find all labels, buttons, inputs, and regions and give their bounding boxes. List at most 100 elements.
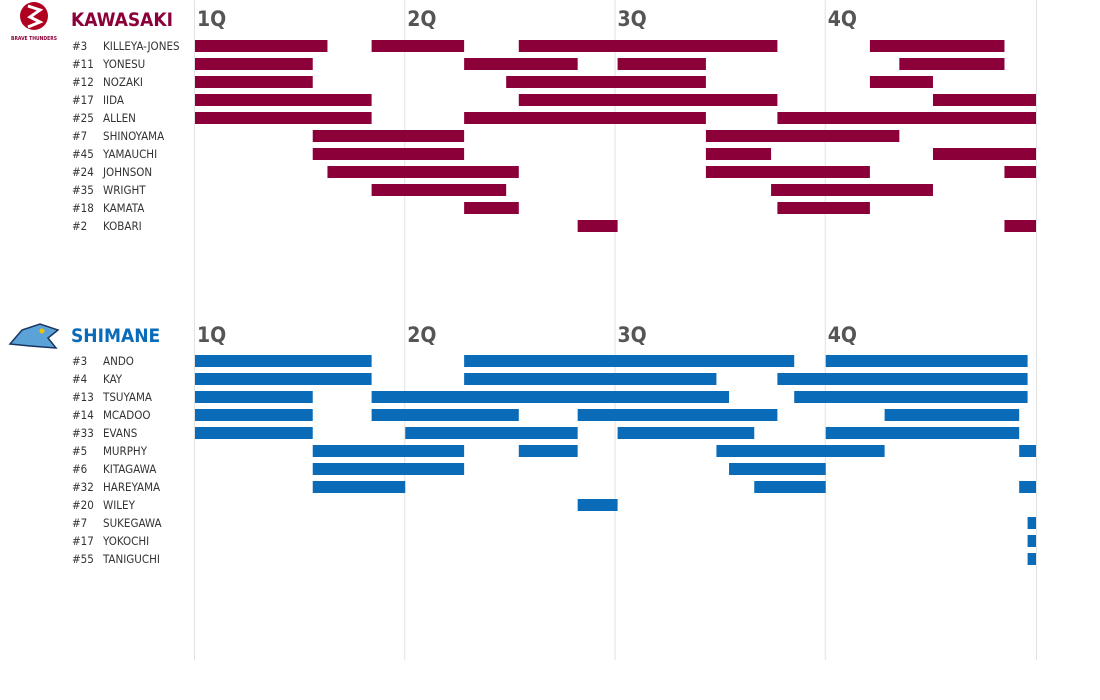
stint-bar-kawasaki xyxy=(464,112,706,124)
stint-bar-kawasaki xyxy=(371,40,465,52)
stint-bar-shimane xyxy=(577,499,618,511)
stint-bar-kawasaki xyxy=(705,130,900,142)
stint-bar-kawasaki xyxy=(705,166,870,178)
player-number: #3 xyxy=(72,39,87,53)
stint-bar-kawasaki xyxy=(312,130,465,142)
shimane-logo xyxy=(8,323,60,349)
stint-bar-kawasaki xyxy=(195,112,372,124)
player-number: #13 xyxy=(72,390,94,404)
stint-bar-shimane xyxy=(195,409,313,421)
player-number: #55 xyxy=(72,552,94,566)
player-name: IIDA xyxy=(103,93,124,107)
stint-bar-kawasaki xyxy=(518,94,778,106)
player-name: KILLEYA-JONES xyxy=(103,39,180,53)
stint-bar-kawasaki xyxy=(464,58,578,70)
stint-bar-shimane xyxy=(195,427,313,439)
kawasaki-quarter-label-2q: 2Q xyxy=(407,7,436,31)
stint-bar-kawasaki xyxy=(932,148,1036,160)
player-name: KAMATA xyxy=(103,201,144,215)
team-name-kawasaki: KAWASAKI xyxy=(71,9,173,31)
stint-bar-shimane xyxy=(195,373,372,385)
stint-bar-shimane xyxy=(464,355,795,367)
stint-bar-kawasaki xyxy=(869,76,933,88)
kawasaki-logo: BRAVE THUNDERS xyxy=(11,2,57,42)
player-name: HAREYAMA xyxy=(103,480,160,494)
player-name: YONESU xyxy=(102,57,145,71)
stint-bar-shimane xyxy=(716,445,885,457)
player-number: #4 xyxy=(72,372,87,386)
stint-bar-shimane xyxy=(777,373,1028,385)
player-name: JOHNSON xyxy=(102,165,152,179)
player-number: #25 xyxy=(72,111,94,125)
player-number: #24 xyxy=(72,165,94,179)
player-name: WRIGHT xyxy=(103,183,146,197)
player-name: YOKOCHI xyxy=(102,534,149,548)
shimane-quarter-label-1q: 1Q xyxy=(197,323,226,347)
player-name: NOZAKI xyxy=(103,75,143,89)
stint-bar-kawasaki xyxy=(899,58,1005,70)
kawasaki-quarter-label-1q: 1Q xyxy=(197,7,226,31)
stint-bar-shimane xyxy=(884,409,1020,421)
stint-bar-shimane xyxy=(1027,553,1036,565)
player-name: YAMAUCHI xyxy=(102,147,157,161)
player-number: #6 xyxy=(72,462,87,476)
stint-bar-shimane xyxy=(794,391,1028,403)
stint-bar-shimane xyxy=(1027,535,1036,547)
stint-bar-shimane xyxy=(754,481,826,493)
player-number: #5 xyxy=(72,444,87,458)
player-name: SHINOYAMA xyxy=(103,129,164,143)
stint-bar-kawasaki xyxy=(195,76,313,88)
stint-bar-kawasaki xyxy=(371,184,507,196)
player-name: WILEY xyxy=(103,498,136,512)
player-number: #3 xyxy=(72,354,87,368)
shimane-quarter-label-4q: 4Q xyxy=(828,323,857,347)
stint-bar-kawasaki xyxy=(777,202,870,214)
stint-bar-kawasaki xyxy=(617,58,706,70)
player-name: MCADOO xyxy=(103,408,150,422)
stint-bar-shimane xyxy=(617,427,755,439)
stint-bar-shimane xyxy=(825,355,1028,367)
shimane-quarter-label-2q: 2Q xyxy=(407,323,436,347)
shimane-quarter-label-3q: 3Q xyxy=(618,323,647,347)
player-name: KITAGAWA xyxy=(103,462,156,476)
stint-bar-shimane xyxy=(405,427,578,439)
player-number: #7 xyxy=(72,129,87,143)
stint-bar-shimane xyxy=(195,391,313,403)
stint-bar-kawasaki xyxy=(195,40,328,52)
player-name: EVANS xyxy=(103,426,137,440)
player-number: #33 xyxy=(72,426,94,440)
player-number: #12 xyxy=(72,75,94,89)
stint-bar-shimane xyxy=(1027,517,1036,529)
stint-bar-shimane xyxy=(371,409,519,421)
stint-bar-shimane xyxy=(464,373,717,385)
kawasaki-quarter-label-4q: 4Q xyxy=(828,7,857,31)
stint-bar-kawasaki xyxy=(932,94,1036,106)
stint-bar-kawasaki xyxy=(1004,220,1036,232)
stint-bar-shimane xyxy=(825,427,1020,439)
stint-bar-kawasaki xyxy=(464,202,519,214)
stint-bar-kawasaki xyxy=(195,94,372,106)
logo-text: BRAVE THUNDERS xyxy=(11,36,57,42)
stint-bar-kawasaki xyxy=(518,40,778,52)
player-number: #2 xyxy=(72,219,87,233)
team-name-shimane: SHIMANE xyxy=(71,325,160,347)
stint-bar-shimane xyxy=(577,409,778,421)
player-name: KAY xyxy=(103,372,123,386)
kawasaki-quarter-label-3q: 3Q xyxy=(618,7,647,31)
stint-bar-kawasaki xyxy=(195,58,313,70)
player-number: #45 xyxy=(72,147,94,161)
stint-bar-kawasaki xyxy=(327,166,519,178)
stint-bar-kawasaki xyxy=(777,112,1036,124)
player-number: #7 xyxy=(72,516,87,530)
stint-bar-shimane xyxy=(195,355,372,367)
stint-bar-shimane xyxy=(312,445,465,457)
player-name: SUKEGAWA xyxy=(103,516,162,530)
stint-bar-kawasaki xyxy=(577,220,618,232)
player-name: TANIGUCHI xyxy=(102,552,160,566)
stint-bar-shimane xyxy=(371,391,730,403)
stint-bar-kawasaki xyxy=(312,148,465,160)
stint-bar-shimane xyxy=(518,445,578,457)
player-number: #20 xyxy=(72,498,94,512)
stint-bar-shimane xyxy=(1019,445,1036,457)
